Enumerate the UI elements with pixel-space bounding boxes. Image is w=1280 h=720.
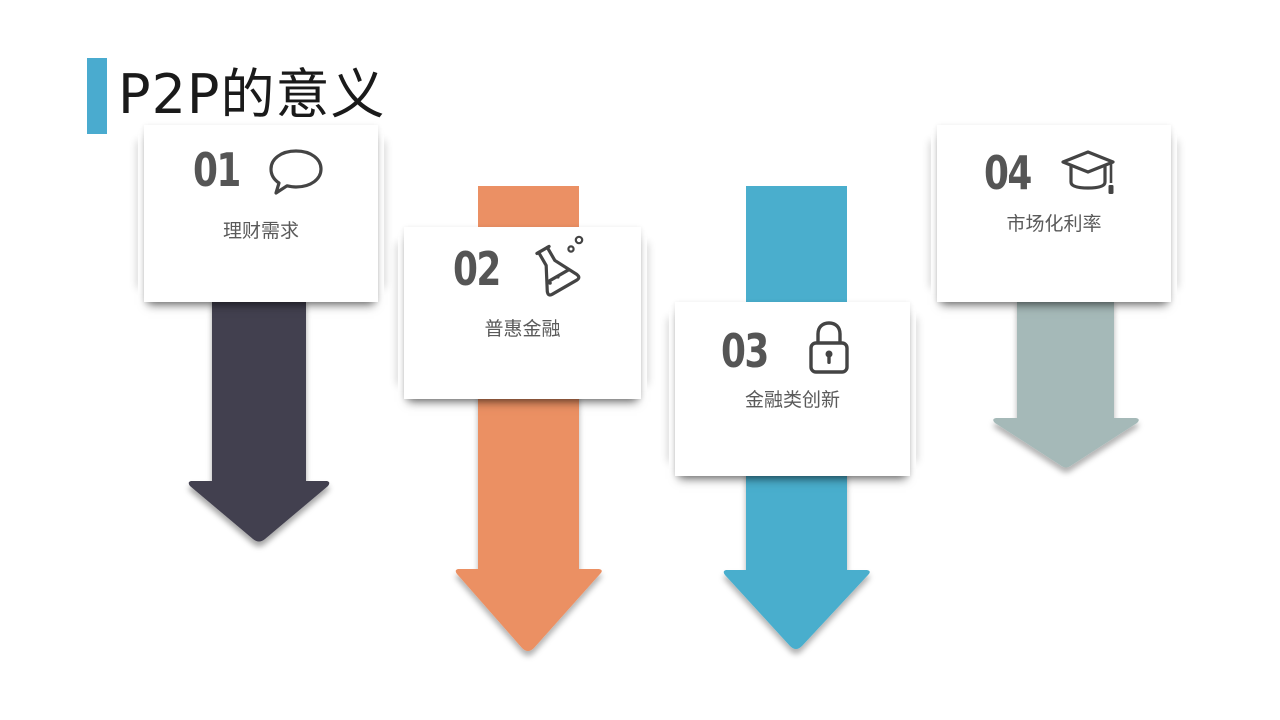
flask-icon xyxy=(535,235,584,297)
arrow-3-tail xyxy=(746,186,847,310)
speech-bubble-icon xyxy=(269,149,323,195)
card-01: 01 理财需求 xyxy=(144,125,378,302)
card-label: 理财需求 xyxy=(222,220,299,242)
arrow-2 xyxy=(455,392,602,651)
arrow-1 xyxy=(188,298,330,542)
card-label: 普惠金融 xyxy=(484,318,561,340)
page-title: P2P的意义 xyxy=(118,63,386,126)
padlock-icon xyxy=(809,321,849,374)
card-label: 市场化利率 xyxy=(1006,213,1102,235)
arrow-3 xyxy=(723,470,870,649)
card-number: 02 xyxy=(453,242,501,296)
card-number: 04 xyxy=(984,146,1032,200)
card-label: 金融类创新 xyxy=(744,389,840,411)
card-number: 03 xyxy=(721,324,769,378)
card-number: 01 xyxy=(193,143,241,197)
arrow-4 xyxy=(993,298,1139,468)
card-02: 02 普惠金融 xyxy=(404,227,641,399)
card-04: 04 市场化利率 xyxy=(937,125,1171,302)
graduation-cap-icon xyxy=(1061,150,1115,194)
card-03: 03 金融类创新 xyxy=(675,302,910,476)
title-accent-bar xyxy=(87,58,107,134)
